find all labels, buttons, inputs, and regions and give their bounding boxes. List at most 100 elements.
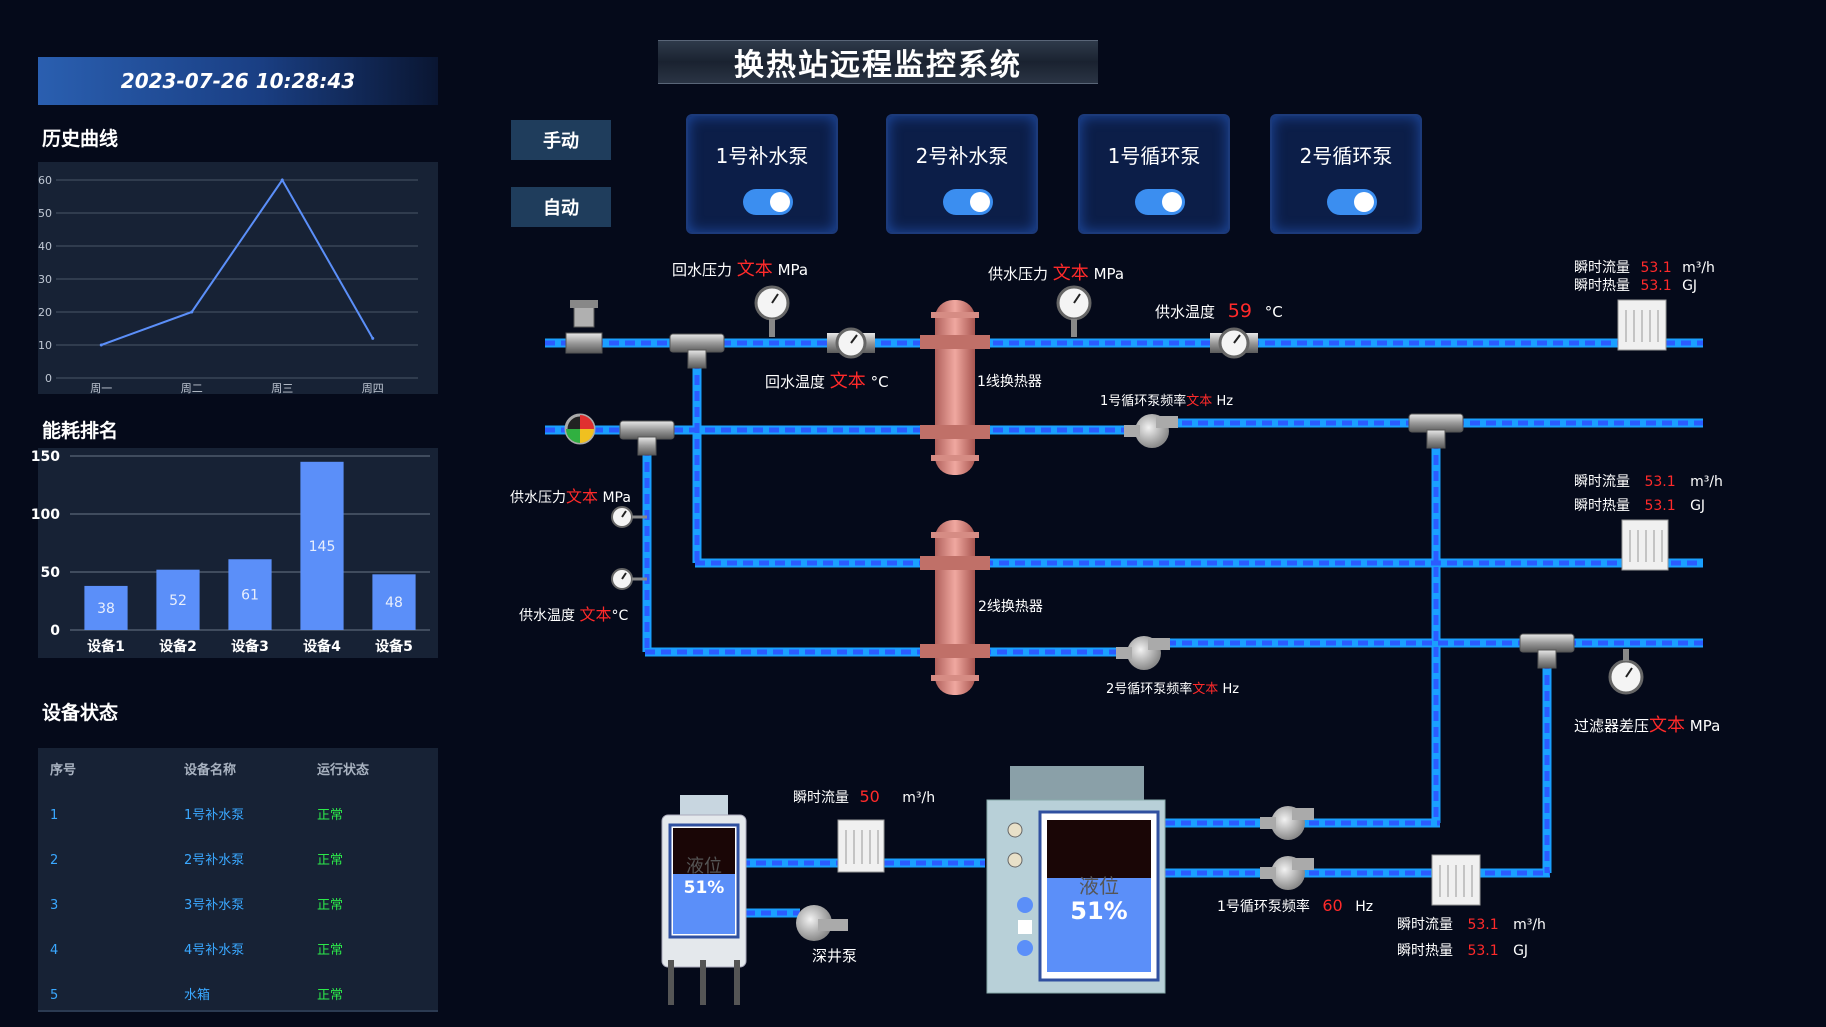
data-point (280, 178, 284, 182)
unit-text: m³/h (1513, 917, 1546, 933)
unit-text: Hz (1355, 899, 1374, 915)
large-water-tank-icon (986, 766, 1166, 994)
deep-flow-readout: 瞬时流量 50 m³/h (793, 787, 935, 807)
pump-label: 2号循环泵 (1299, 144, 1393, 168)
table-row[interactable]: 1 1号补水泵 正常 (38, 793, 438, 838)
heat-exchanger-2-icon (920, 520, 990, 695)
label-text: 瞬时热量 (1574, 498, 1630, 514)
label-text: 供水压力 (988, 265, 1049, 283)
large-tank-level-label: 液位 (1079, 874, 1119, 898)
label-text: 1号循环泵频率 (1217, 899, 1310, 915)
unit-text: °C (870, 373, 889, 391)
table-row[interactable]: 5 水箱 正常 (38, 973, 438, 1018)
left-supply-pressure-label: 供水压力文本 MPa (510, 483, 631, 507)
pump-toggle-supply-1[interactable] (743, 189, 793, 215)
manual-mode-button[interactable]: 手动 (511, 120, 611, 160)
label-text: 1号循环泵频率 (1100, 394, 1187, 409)
y-tick-label: 50 (41, 565, 61, 581)
flow-readout-mid: 瞬时流量 53.1 m³/h (1574, 471, 1723, 491)
pump1-freq-value: 文本 (1186, 394, 1213, 409)
pump-label: 1号循环泵 (1107, 144, 1201, 168)
flow-value: 53.1 (1644, 474, 1676, 490)
heat-readout-top: 瞬时热量 53.1 GJ (1574, 275, 1697, 295)
unit-text: m³/h (902, 790, 936, 806)
flow-value: 53.1 (1467, 917, 1499, 933)
pump-card-circ-2: 2号循环泵 (1270, 114, 1422, 234)
y-tick-label: 60 (38, 174, 52, 187)
label-text: 供水温度 (1155, 303, 1216, 321)
row-index: 1 (50, 808, 59, 823)
temperature-gauge-icon (827, 327, 875, 359)
table-row[interactable]: 4 4号补水泵 正常 (38, 928, 438, 973)
table-row[interactable]: 2 2号补水泵 正常 (38, 838, 438, 883)
x-tick-label: 设备1 (87, 638, 125, 655)
x-tick-label: 周三 (271, 382, 293, 395)
label-text: 瞬时流量 (1574, 260, 1630, 276)
label-text: 供水温度 (519, 608, 575, 624)
supply-temp-value: 59 (1227, 300, 1252, 322)
pump-card-circ-1: 1号循环泵 (1078, 114, 1230, 234)
y-tick-label: 0 (50, 623, 60, 639)
pipe-network (545, 338, 1703, 918)
unit-text: °C (611, 608, 629, 624)
header-status: 运行状态 (317, 763, 370, 778)
heat-value: 53.1 (1640, 278, 1672, 294)
temperature-gauge-icon (611, 568, 647, 590)
pressure-gauge-icon (754, 285, 790, 337)
unit-text: °C (1264, 303, 1283, 321)
table-divider (38, 1010, 438, 1012)
circulation-pump-icon (1260, 856, 1314, 890)
header-name: 设备名称 (184, 763, 237, 778)
heat-value: 53.1 (1644, 498, 1676, 514)
label-text: 瞬时热量 (1574, 278, 1630, 294)
unit-text: GJ (1682, 278, 1698, 294)
deep-flow-value: 50 (859, 787, 880, 806)
row-index: 5 (50, 988, 59, 1003)
return-pressure-value: 文本 (736, 259, 773, 280)
flow-meter-icon (1431, 854, 1481, 906)
label-text: 过滤器差压 (1574, 717, 1650, 735)
label-text: 瞬时流量 (793, 790, 849, 806)
unit-text: GJ (1513, 943, 1529, 959)
filter-dp-value: 文本 (1649, 715, 1686, 736)
bar (372, 574, 416, 630)
exchanger-1-label: 1线换热器 (977, 374, 1042, 390)
pump-toggle-circ-1[interactable] (1135, 189, 1185, 215)
row-status: 正常 (317, 988, 344, 1003)
pump-label: 2号补水泵 (915, 144, 1009, 168)
pump-toggle-supply-2[interactable] (943, 189, 993, 215)
label-text: 回水压力 (672, 261, 733, 279)
supply-pressure-value: 文本 (1052, 263, 1089, 284)
flow-meter-icon (837, 819, 885, 873)
unit-text: Hz (1216, 394, 1234, 409)
bar (300, 461, 344, 630)
energy-title: 能耗排名 (42, 420, 119, 442)
heat-value: 53.1 (1467, 943, 1499, 959)
table-row[interactable]: 3 3号补水泵 正常 (38, 883, 438, 928)
bar-value-label: 38 (97, 601, 115, 617)
supply-temp-label: 供水温度 59 °C (1155, 300, 1283, 322)
heat-readout-bottom: 瞬时热量 53.1 GJ (1397, 940, 1528, 960)
row-device-name: 水箱 (184, 988, 211, 1003)
history-title: 历史曲线 (42, 128, 119, 150)
bar (84, 585, 128, 630)
series-line (100, 178, 374, 346)
pump-toggle-circ-2[interactable] (1327, 189, 1377, 215)
bar-value-label: 48 (385, 595, 403, 611)
left-supply-temp-label: 供水温度 文本°C (519, 601, 628, 625)
y-tick-label: 20 (38, 306, 52, 319)
auto-mode-button[interactable]: 自动 (511, 187, 611, 227)
return-temp-value: 文本 (829, 371, 866, 392)
pump2-freq-label: 2号循环泵频率文本 Hz (1106, 678, 1239, 697)
row-status: 正常 (317, 943, 344, 958)
return-pressure-label: 回水压力 文本 MPa (672, 255, 808, 281)
x-tick-label: 周二 (181, 382, 203, 395)
toggle-knob (770, 192, 790, 212)
row-index: 3 (50, 898, 59, 913)
row-index: 2 (50, 853, 59, 868)
label-text: 瞬时流量 (1574, 474, 1630, 490)
x-tick-label: 周一 (90, 382, 112, 395)
y-tick-label: 0 (45, 372, 52, 385)
